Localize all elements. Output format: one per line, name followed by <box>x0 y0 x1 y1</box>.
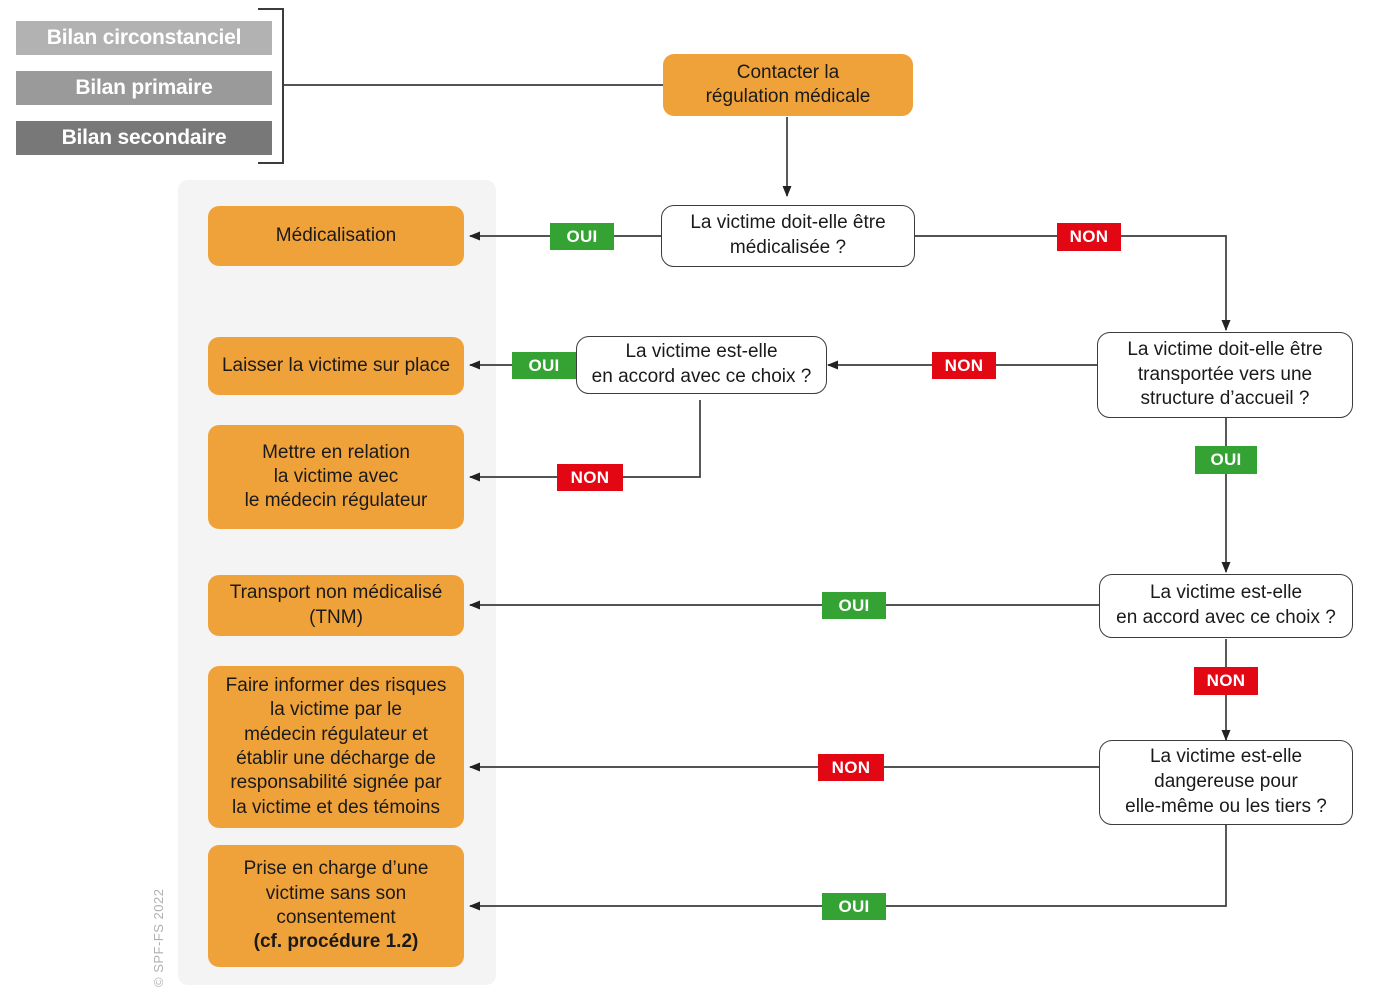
edge-label-d1-non: NON <box>1057 223 1121 251</box>
edge-label-d4-oui: OUI <box>822 592 886 619</box>
legend-item-bilan-secondaire: Bilan secondaire <box>16 121 272 155</box>
action-prise-en-charge-sans-consentement[interactable]: Prise en charge d’une victime sans son c… <box>208 845 464 967</box>
legend-bracket-vertical <box>282 8 284 164</box>
action-transport-non-medicalise[interactable]: Transport non médicalisé (TNM) <box>208 575 464 636</box>
node-label: La victime doit-elle être médicalisée ? <box>690 212 886 258</box>
node-contacter-regulation-medicale[interactable]: Contacter la régulation médicale <box>663 54 913 116</box>
legend-bracket-top-stub <box>258 8 284 10</box>
edge-label-d4-non: NON <box>1194 667 1258 695</box>
decision-victime-dangereuse[interactable]: La victime est-elle dangereuse pour elle… <box>1099 740 1353 825</box>
decision-victime-medicalisee[interactable]: La victime doit-elle être médicalisée ? <box>661 205 915 267</box>
edge-label-d3-oui: OUI <box>512 352 576 379</box>
decision-victime-transportee[interactable]: La victime doit-elle être transportée ve… <box>1097 332 1353 418</box>
node-label: La victime doit-elle être transportée ve… <box>1127 338 1323 410</box>
edge-label-text: OUI <box>1210 450 1242 469</box>
edge-label-d5-non: NON <box>818 754 884 781</box>
edge-label-d1-oui: OUI <box>550 223 614 250</box>
edge-label-text: OUI <box>838 896 870 916</box>
node-label: Laisser la victime sur place <box>221 354 451 376</box>
edge-label-d5-oui: OUI <box>822 893 886 920</box>
edge-label-text: NON <box>1206 671 1246 690</box>
decision-accord-choix-transport[interactable]: La victime est-elle en accord avec ce ch… <box>1099 574 1353 638</box>
legend-bracket-bottom-stub <box>258 162 284 164</box>
node-label: La victime est-elle en accord avec ce ch… <box>591 341 812 387</box>
node-label: La victime est-elle en accord avec ce ch… <box>1116 582 1336 628</box>
edge-label-d3-non: NON <box>557 464 623 491</box>
legend-item-bilan-primaire: Bilan primaire <box>16 71 272 105</box>
decision-accord-choix-sur-place[interactable]: La victime est-elle en accord avec ce ch… <box>576 336 827 394</box>
node-label: Prise en charge d’une victime sans son c… <box>243 858 429 928</box>
node-label: Transport non médicalisé (TNM) <box>229 582 443 628</box>
copyright-notice: © SPF-FS 2022 <box>151 888 166 987</box>
legend-item-label: Bilan secondaire <box>61 126 227 149</box>
node-label-procedure-ref: (cf. procédure 1.2) <box>253 931 419 953</box>
legend-item-label: Bilan primaire <box>75 76 213 99</box>
node-label: Mettre en relation la victime avec le mé… <box>244 441 428 512</box>
edge-label-text: OUI <box>838 595 870 615</box>
node-label: Contacter la régulation médicale <box>705 61 871 107</box>
action-medicalisation[interactable]: Médicalisation <box>208 206 464 266</box>
edge-label-text: NON <box>944 355 984 375</box>
edge-label-d2-oui: OUI <box>1195 446 1257 474</box>
edge-label-text: OUI <box>566 226 598 246</box>
action-faire-informer-des-risques[interactable]: Faire informer des risques la victime pa… <box>208 666 464 828</box>
action-mettre-en-relation[interactable]: Mettre en relation la victime avec le mé… <box>208 425 464 529</box>
edge-label-d2-non: NON <box>932 352 996 379</box>
node-label: La victime est-elle dangereuse pour elle… <box>1125 746 1327 817</box>
node-label: Faire informer des risques la victime pa… <box>225 675 447 818</box>
edge-label-text: NON <box>831 757 871 777</box>
node-label: Médicalisation <box>275 224 397 246</box>
edge-label-text: NON <box>1069 227 1109 246</box>
legend-item-label: Bilan circonstanciel <box>46 26 242 49</box>
edge-label-text: OUI <box>528 355 560 375</box>
edge-label-text: NON <box>570 467 610 487</box>
action-laisser-victime-sur-place[interactable]: Laisser la victime sur place <box>208 337 464 395</box>
legend-item-bilan-circonstanciel: Bilan circonstanciel <box>16 21 272 55</box>
